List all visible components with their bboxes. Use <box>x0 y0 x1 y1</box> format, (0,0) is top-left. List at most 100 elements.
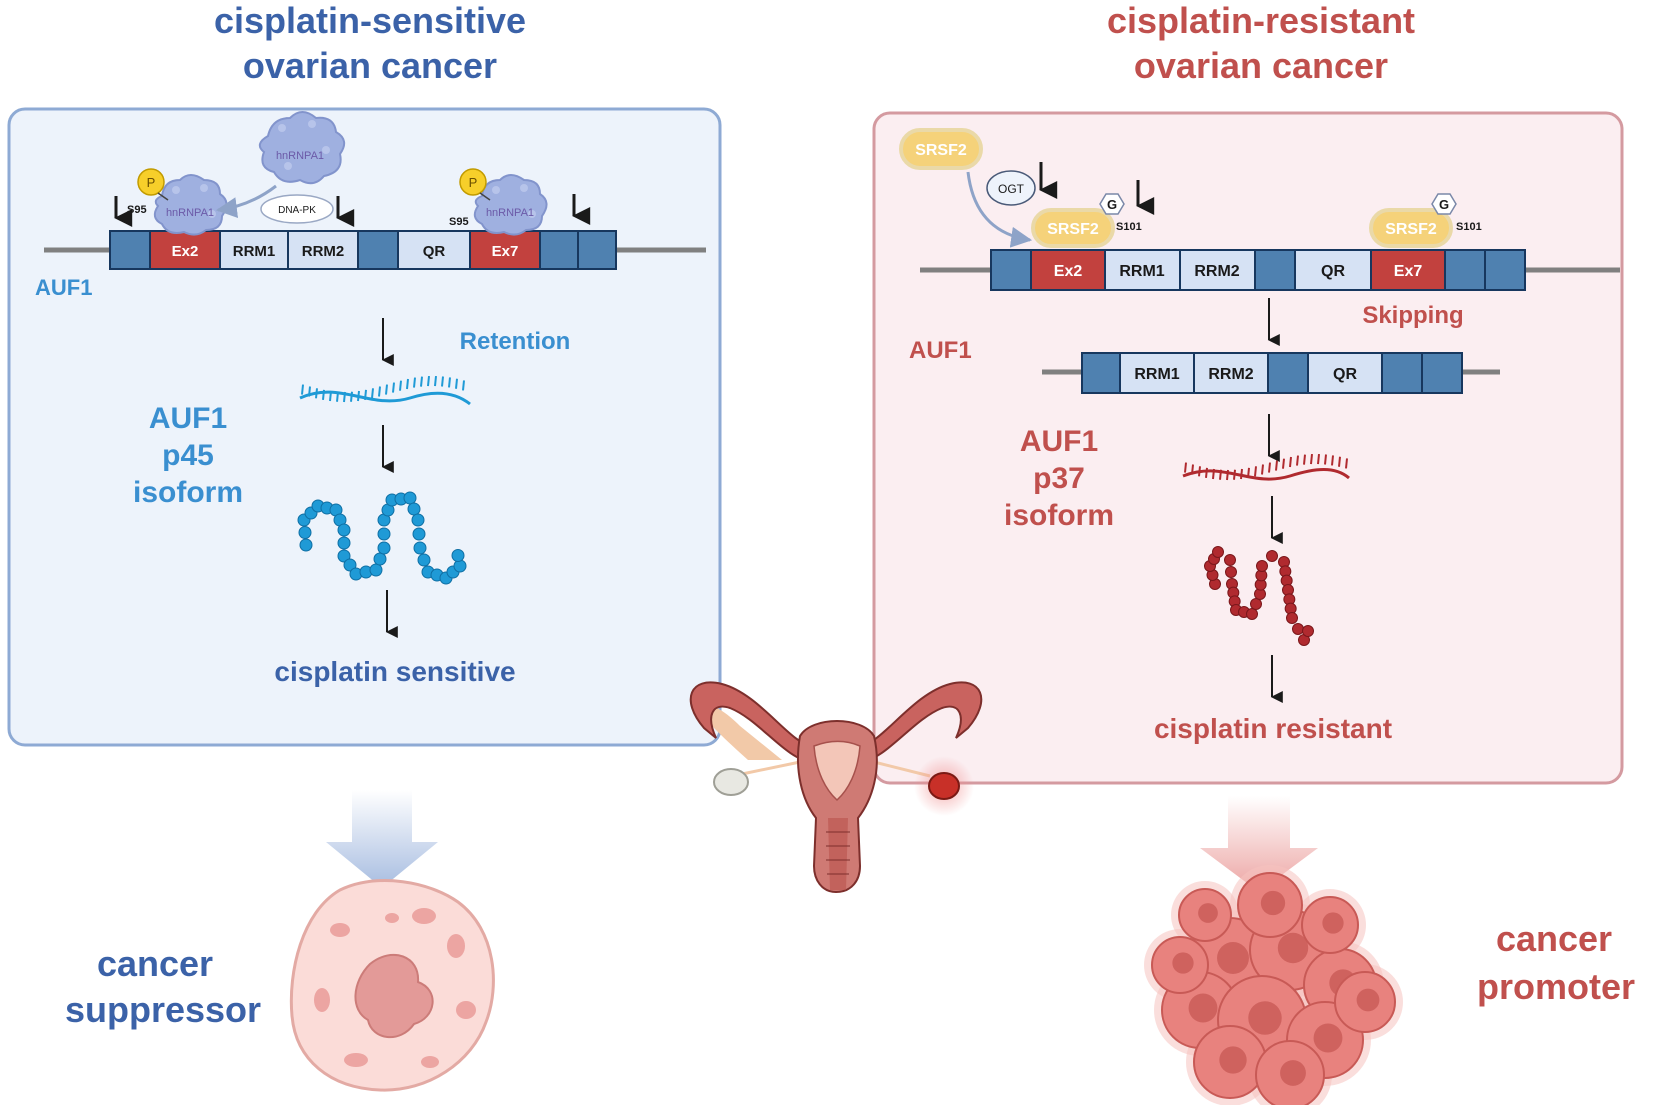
right-gene-exons <box>990 249 1526 291</box>
ovary-normal-icon <box>713 768 749 796</box>
bead <box>1286 612 1298 624</box>
exon-block <box>1081 352 1121 394</box>
right-title: ovarian cancer <box>1134 45 1388 86</box>
exon-block <box>1484 249 1526 291</box>
phospho-label: P <box>147 175 156 190</box>
site-label: S101 <box>1456 221 1482 233</box>
bead <box>373 552 387 566</box>
exon-label: Ex2 <box>172 243 199 260</box>
exon-rrm2 <box>1179 249 1256 291</box>
hnrnpa1-bound-icon: hnRNPA1 <box>153 174 228 236</box>
exon-block <box>1267 352 1309 394</box>
bead <box>417 553 431 567</box>
right-gene-label: AUF1 <box>909 337 972 364</box>
exon-label: Ex2 <box>1054 263 1083 280</box>
spliced-transcript <box>1081 352 1463 394</box>
srsf2-free-icon <box>899 128 983 170</box>
right-role: promoter <box>1477 966 1635 1007</box>
bead <box>453 559 467 573</box>
phospho-icon <box>137 168 165 196</box>
exon-rrm2 <box>1193 352 1269 394</box>
isoform-label: p45 <box>162 439 214 472</box>
bead <box>1224 554 1236 566</box>
exon-block <box>577 230 617 270</box>
ogt-icon <box>986 170 1036 206</box>
big-down-arrow-icon <box>326 790 438 888</box>
isoform-label: AUF1 <box>149 402 227 435</box>
isoform-label: AUF1 <box>1020 425 1098 458</box>
glyco-label: G <box>1107 197 1117 212</box>
bead <box>413 541 427 555</box>
bead <box>1212 546 1224 558</box>
glyco-icon <box>1099 193 1125 215</box>
bead <box>412 527 426 541</box>
bead <box>1225 566 1237 578</box>
exon-block <box>990 249 1032 291</box>
uterus-illustration <box>689 681 983 894</box>
bead <box>1266 550 1278 562</box>
glyco-icon <box>1431 193 1457 215</box>
protein-chain-icon <box>297 491 467 585</box>
exon-block <box>539 230 579 270</box>
ovary-tumor-icon <box>928 772 960 800</box>
site-label: S95 <box>127 204 147 216</box>
exon-block <box>1421 352 1463 394</box>
right-title: cisplatin-resistant <box>1107 0 1415 41</box>
exon-ex2 <box>1030 249 1106 291</box>
left-role: cancer <box>97 943 213 984</box>
srsf2-bound-icon <box>1031 208 1115 248</box>
bead <box>337 536 351 550</box>
phospho-label: P <box>469 175 478 190</box>
isoform-label: p37 <box>1033 462 1085 495</box>
hnrnpa1-label: hnRNPA1 <box>486 207 534 219</box>
left-gene-label: AUF1 <box>35 275 92 300</box>
site-label: S95 <box>449 216 469 228</box>
srsf2-label: SRSF2 <box>1385 221 1437 238</box>
exon-label: RRM2 <box>1194 263 1239 280</box>
exon-label: RRM2 <box>1208 366 1253 383</box>
exon-rrm1 <box>1104 249 1181 291</box>
exon-label: RRM2 <box>302 243 345 260</box>
right-panel-box <box>872 111 1624 785</box>
exon-label: Ex7 <box>492 243 519 260</box>
splice-event-label: Skipping <box>1362 302 1463 329</box>
dna-pk-label: DNA-PK <box>278 205 316 216</box>
mrna-icon <box>1182 453 1350 481</box>
left-title: ovarian cancer <box>243 45 497 86</box>
exon-label: QR <box>1321 263 1345 280</box>
mrna-icon <box>299 375 471 406</box>
hnrnpa1-free-icon: hnRNPA1 <box>258 111 346 185</box>
bead <box>407 502 421 516</box>
left-gene-exons <box>109 230 617 270</box>
exon-label: RRM1 <box>1134 366 1179 383</box>
outcome-label: cisplatin sensitive <box>274 656 515 687</box>
exon-block <box>109 230 151 270</box>
exon-qr <box>397 230 471 270</box>
isoform-label: isoform <box>133 476 243 509</box>
bead <box>337 549 351 563</box>
bead <box>411 513 425 527</box>
exon-label: QR <box>1333 366 1357 383</box>
bead <box>1256 560 1268 572</box>
bead <box>1302 625 1314 637</box>
exon-label: Ex7 <box>1394 263 1423 280</box>
exon-rrm1 <box>219 230 289 270</box>
glyco-label: G <box>1439 197 1449 212</box>
isoform-label: isoform <box>1004 499 1114 532</box>
srsf2-bound-icon <box>1369 208 1453 248</box>
bead <box>451 549 465 562</box>
bead <box>1292 623 1304 635</box>
bead <box>298 526 312 539</box>
exon-rrm2 <box>287 230 359 270</box>
bead <box>377 541 391 555</box>
hnrnpa1-label: hnRNPA1 <box>276 150 324 162</box>
protein-chain-icon <box>1204 546 1314 646</box>
bead <box>1250 598 1262 610</box>
exon-qr <box>1294 249 1372 291</box>
left-panel: Ex2 RRM1 RRM2 QR Ex7 AUF1 hnRNPA1 hnRNPA… <box>7 107 722 747</box>
exon-block <box>1381 352 1423 394</box>
right-role: cancer <box>1496 918 1612 959</box>
outcome-label: cisplatin resistant <box>1154 713 1392 744</box>
exon-block <box>357 230 399 270</box>
exon-label: QR <box>423 243 446 260</box>
